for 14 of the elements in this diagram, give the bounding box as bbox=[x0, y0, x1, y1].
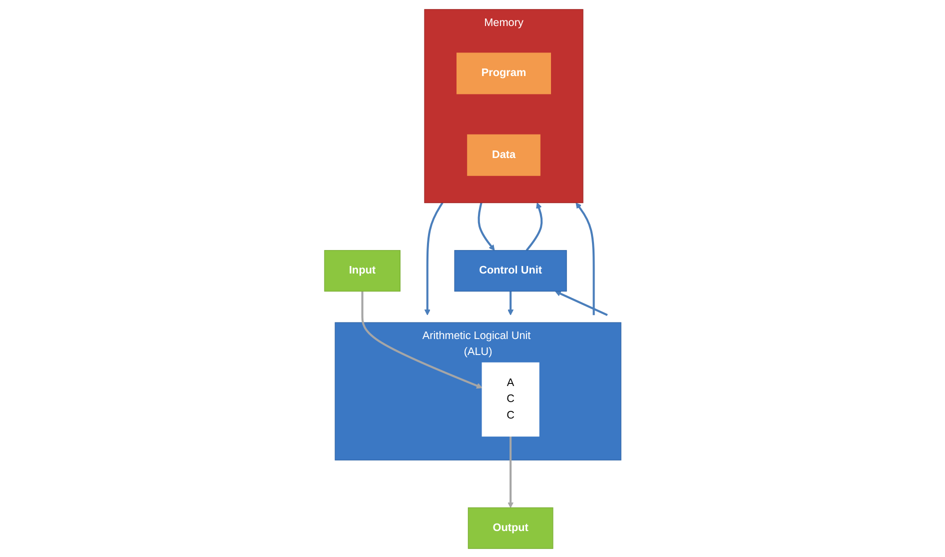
arrow bbox=[424, 202, 444, 315]
node-box: Input bbox=[324, 250, 400, 292]
arrow bbox=[554, 290, 608, 316]
arrow bbox=[575, 202, 594, 315]
node-box: Control Unit bbox=[454, 250, 567, 292]
arrow bbox=[477, 202, 495, 250]
arrow bbox=[361, 290, 482, 388]
arrow bbox=[507, 290, 514, 315]
node-box: A C C bbox=[482, 362, 540, 436]
node-box: Data bbox=[466, 134, 540, 176]
node-box: Output bbox=[468, 506, 553, 548]
arrow bbox=[526, 202, 542, 251]
node-box: Program bbox=[456, 52, 551, 94]
arrow bbox=[507, 436, 514, 508]
